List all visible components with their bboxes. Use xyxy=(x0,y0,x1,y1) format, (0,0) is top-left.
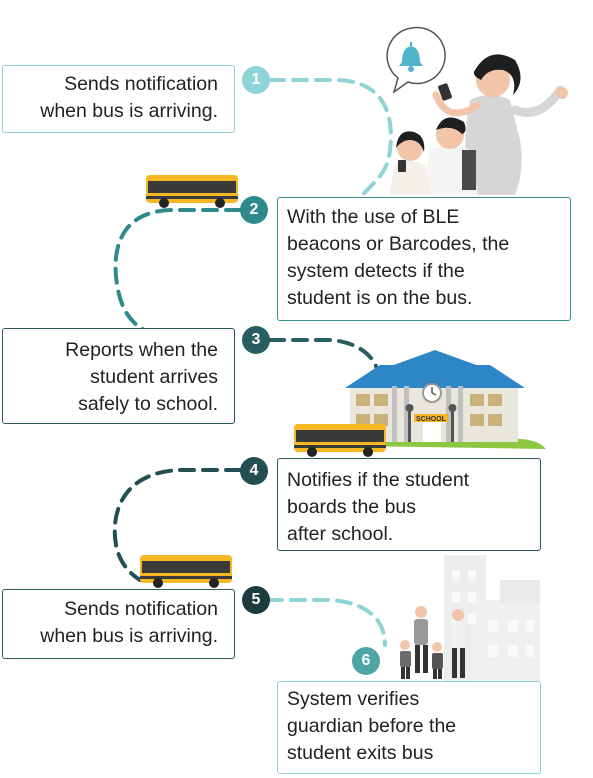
guardian-family-illustration xyxy=(400,606,465,679)
family-illustration xyxy=(389,54,568,195)
step-2-text: With the use of BLE beacons or Barcodes,… xyxy=(287,206,510,309)
bell-icon xyxy=(399,42,423,72)
step-6-badge: 6 xyxy=(352,647,380,675)
step-1-box: Sends notification when bus is arriving. xyxy=(2,65,235,133)
step-2-box: With the use of BLE beacons or Barcodes,… xyxy=(277,197,571,321)
step-5-box: Sends notification when bus is arriving. xyxy=(2,589,235,659)
notification-bubble xyxy=(386,26,446,94)
step-4-text: Notifies if the student boards the bus a… xyxy=(287,469,470,545)
step-5-text: Sends notification when bus is arriving. xyxy=(40,598,218,647)
step-2-badge: 2 xyxy=(240,196,268,224)
step-3-box: Reports when the student arrives safely … xyxy=(2,328,235,424)
school-sign: SCHOOL xyxy=(416,416,447,423)
step-6-text: System verifies guardian before the stud… xyxy=(287,688,457,764)
school-bus-1 xyxy=(146,175,238,208)
step-5-badge: 5 xyxy=(242,586,270,614)
step-1-text: Sends notification when bus is arriving. xyxy=(40,73,218,122)
step-4-badge: 4 xyxy=(240,457,268,485)
step-4-box: Notifies if the student boards the bus a… xyxy=(277,458,541,551)
step-3-badge: 3 xyxy=(242,326,270,354)
school-bus-2 xyxy=(294,424,386,457)
step-3-text: Reports when the student arrives safely … xyxy=(65,339,218,415)
school-bus-3 xyxy=(140,555,232,588)
step-6-box: System verifies guardian before the stud… xyxy=(277,681,541,774)
step-1-badge: 1 xyxy=(242,66,270,94)
